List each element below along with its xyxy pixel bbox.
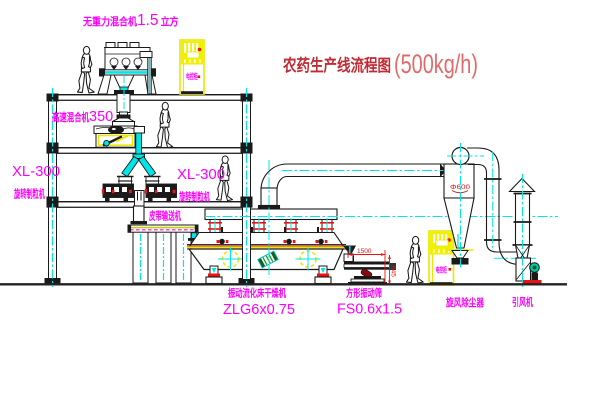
- label-belt-conveyor: 皮带输送机: [148, 209, 181, 223]
- screen-height-dim: 545: [390, 266, 397, 277]
- label-granulator-right-name: 旋转制粒机: [178, 190, 210, 204]
- screen-deck-bot: [344, 267, 390, 270]
- label-screen-name: 方形振动筛: [346, 287, 382, 300]
- third-floor-slab: [47, 200, 252, 208]
- high-speed-mixer: [93, 114, 145, 155]
- conveyor-belt: [127, 224, 199, 233]
- drawing-title: 农药生产线流程图 (500kg/h): [282, 49, 478, 79]
- cyclone-dust-collector: Φ600: [443, 143, 484, 270]
- label-dryer-model: ZLG6x0.75: [223, 302, 295, 318]
- hsm-cover: [112, 121, 135, 127]
- center-hopper: [134, 190, 145, 208]
- label-screen-model: FS0.6x1.5: [337, 302, 402, 318]
- second-floor-slab: [47, 146, 252, 154]
- cabinet-ground-label: 电控柜: [436, 265, 448, 275]
- label-granulator-left-model: XL-300: [12, 164, 60, 180]
- title-chinese: 农药生产线流程图: [282, 55, 391, 75]
- cabinet-roof-label: 电控柜: [186, 71, 198, 81]
- hsm-pulley: [103, 139, 110, 147]
- title-capacity: (500kg/h): [394, 49, 478, 79]
- roof-slab: [47, 93, 252, 101]
- label-high-speed-mixer: 高速混合机350: [52, 109, 113, 125]
- screen-deck-top: [344, 261, 390, 265]
- label-dryer-name: 振动流化床干燥机: [228, 287, 286, 300]
- control-cabinet-roof: 电控柜: [179, 39, 205, 95]
- indicator-lamp: [197, 47, 202, 52]
- control-cabinet-ground: 电控柜: [428, 230, 455, 286]
- granulator-right-unit: [144, 175, 177, 203]
- induced-draft-fan: [515, 257, 542, 285]
- granulator-left-unit: [101, 175, 134, 203]
- dryer-manifold: [204, 208, 338, 221]
- label-granulator-left-name: 旋转制粒机: [13, 187, 45, 201]
- label-cyclone: 旋风除尘器: [445, 296, 484, 309]
- dryer-leg-left: [205, 265, 223, 285]
- zero-gravity-mixer: [97, 42, 157, 118]
- cyclone-cone: [443, 197, 475, 249]
- screen-dimensions: [347, 250, 393, 285]
- label-draft-fan: 引风机: [512, 296, 533, 309]
- screen-deck-mid: [343, 263, 391, 268]
- conveyor-legs: [132, 231, 192, 284]
- mixer-leg-left: [97, 74, 112, 95]
- granulator-down-duct: [130, 205, 147, 225]
- y-splitter-pipe: [121, 153, 157, 178]
- belt-conveyor: [127, 224, 200, 284]
- screen-length-dim: 1500: [357, 248, 372, 255]
- dryer-stubs: [208, 218, 334, 234]
- cyclone-to-fan-pipe: [467, 147, 537, 266]
- hsm-discharge-pipe: [135, 132, 143, 155]
- dryer-nubs: [216, 238, 328, 245]
- fan-base: [522, 280, 542, 285]
- dryer-port-circles: [218, 247, 321, 271]
- dryer-drum: [257, 250, 279, 269]
- hsm-rotor: [108, 125, 124, 134]
- label-granulator-right-model: XL-300: [177, 167, 225, 183]
